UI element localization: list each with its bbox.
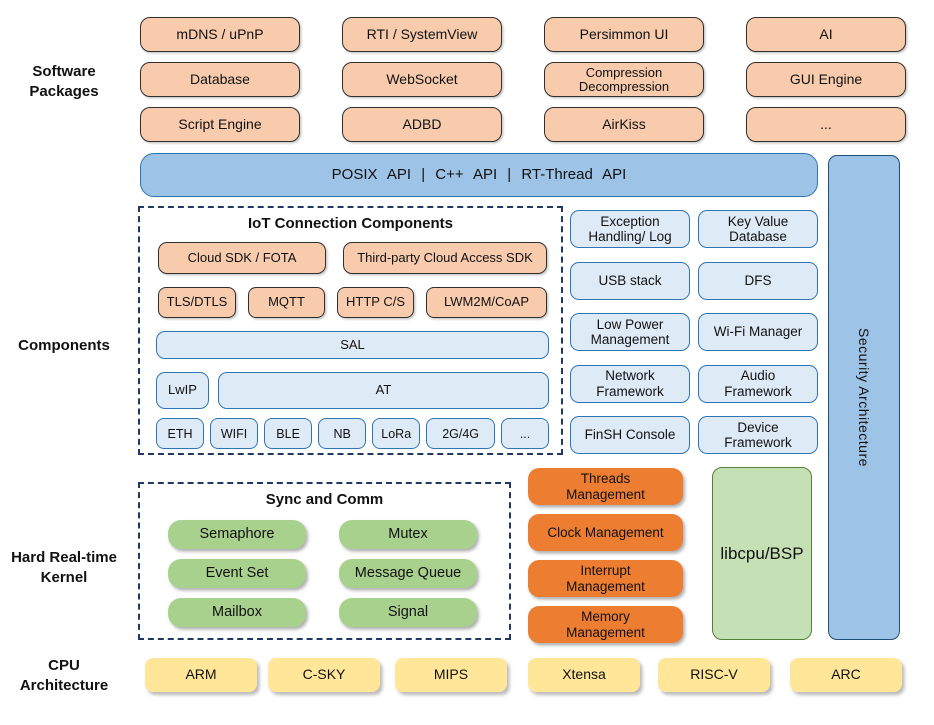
box-2g-4g: 2G/4G xyxy=(426,418,495,449)
package-box-mdns-upnp: mDNS / uPnP xyxy=(140,17,300,52)
box-lwip: LwIP xyxy=(156,372,209,409)
box-interrupt-management: Interrupt Management xyxy=(528,560,683,597)
box-memory-management: Memory Management xyxy=(528,606,683,643)
section-label-kernel: Hard Real-time Kernel xyxy=(11,549,117,587)
box-link-more: ... xyxy=(501,418,550,449)
box-nb: NB xyxy=(318,418,367,449)
iot-link-row: ETH WIFI BLE NB LoRa 2G/4G ... xyxy=(156,418,550,449)
box-wifi-manager: Wi-Fi Manager xyxy=(698,313,818,351)
box-event-set: Event Set xyxy=(168,559,306,588)
package-box-websocket: WebSocket xyxy=(342,62,502,97)
cpu-box-c-sky: C-SKY xyxy=(268,658,380,692)
section-label-software-packages: Software Packages xyxy=(29,63,99,101)
box-cloud-sdk-fota: Cloud SDK / FOTA xyxy=(158,242,326,274)
box-signal: Signal xyxy=(339,598,477,627)
box-libcpu-bsp: libcpu/BSP xyxy=(712,467,812,640)
iot-cloud-row: Cloud SDK / FOTA Third-party Cloud Acces… xyxy=(158,242,547,274)
box-at: AT xyxy=(218,372,549,409)
package-box-database: Database xyxy=(140,62,300,97)
box-network-framework: Network Framework xyxy=(570,364,690,403)
cpu-box-arc: ARC xyxy=(790,658,902,692)
iot-connection-components-group: IoT Connection Components Cloud SDK / FO… xyxy=(138,206,563,455)
box-third-party-cloud-access-sdk: Third-party Cloud Access SDK xyxy=(343,242,547,274)
iot-protocol-row: TLS/DTLS MQTT HTTP C/S LWM2M/CoAP xyxy=(158,287,547,318)
api-bar: POSIX API | C++ API | RT-Thread API xyxy=(140,153,818,197)
box-key-value-database: Key Value Database xyxy=(698,210,818,248)
kernel-management-column: Threads Management Clock Management Inte… xyxy=(528,468,683,643)
package-box-persimmon-ui: Persimmon UI xyxy=(544,17,704,52)
box-dfs: DFS xyxy=(698,261,818,300)
box-usb-stack: USB stack xyxy=(570,261,690,300)
software-packages-grid: mDNS / uPnP RTI / SystemView Persimmon U… xyxy=(140,17,906,142)
package-box-compression-decompression: Compression Decompression xyxy=(544,62,704,97)
package-box-adbd: ADBD xyxy=(342,107,502,142)
package-box-more: ... xyxy=(746,107,906,142)
security-architecture-label: Security Architecture xyxy=(856,328,872,467)
box-mqtt: MQTT xyxy=(248,287,325,318)
box-device-framework: Device Framework xyxy=(698,416,818,454)
box-threads-management: Threads Management xyxy=(528,468,683,505)
security-architecture-bar: Security Architecture xyxy=(828,155,900,640)
box-low-power-management: Low Power Management xyxy=(570,313,690,351)
sync-and-comm-grid: Semaphore Mutex Event Set Message Queue … xyxy=(168,520,477,627)
box-lora: LoRa xyxy=(372,418,421,449)
box-wifi: WIFI xyxy=(210,418,259,449)
package-box-ai: AI xyxy=(746,17,906,52)
box-sal: SAL xyxy=(156,331,549,359)
box-exception-handling-log: Exception Handling/ Log xyxy=(570,210,690,248)
box-audio-framework: Audio Framework xyxy=(698,364,818,403)
package-box-rti-systemview: RTI / SystemView xyxy=(342,17,502,52)
box-http-cs: HTTP C/S xyxy=(337,287,414,318)
box-mutex: Mutex xyxy=(339,520,477,549)
cpu-box-mips: MIPS xyxy=(395,658,507,692)
box-semaphore: Semaphore xyxy=(168,520,306,549)
box-tls-dtls: TLS/DTLS xyxy=(158,287,236,318)
box-finsh-console: FinSH Console xyxy=(570,416,690,454)
cpu-box-arm: ARM xyxy=(145,658,257,692)
box-mailbox: Mailbox xyxy=(168,598,306,627)
cpu-box-xtensa: Xtensa xyxy=(528,658,640,692)
package-box-gui-engine: GUI Engine xyxy=(746,62,906,97)
sync-and-comm-title: Sync and Comm xyxy=(265,491,384,508)
package-box-airkiss: AirKiss xyxy=(544,107,704,142)
package-box-script-engine: Script Engine xyxy=(140,107,300,142)
box-clock-management: Clock Management xyxy=(528,514,683,551)
framework-components-grid: Exception Handling/ Log Key Value Databa… xyxy=(570,210,818,454)
box-message-queue: Message Queue xyxy=(339,559,477,588)
box-eth: ETH xyxy=(156,418,205,449)
section-label-cpu-architecture: CPU Architecture xyxy=(19,657,109,695)
sync-and-comm-group: Sync and Comm Semaphore Mutex Event Set … xyxy=(138,482,511,640)
section-label-components: Components xyxy=(18,337,110,354)
cpu-box-risc-v: RISC-V xyxy=(658,658,770,692)
box-ble: BLE xyxy=(264,418,313,449)
iot-group-title: IoT Connection Components xyxy=(248,215,453,232)
iot-stack-row: LwIP AT xyxy=(156,372,549,409)
box-lwm2m-coap: LWM2M/CoAP xyxy=(426,287,547,318)
